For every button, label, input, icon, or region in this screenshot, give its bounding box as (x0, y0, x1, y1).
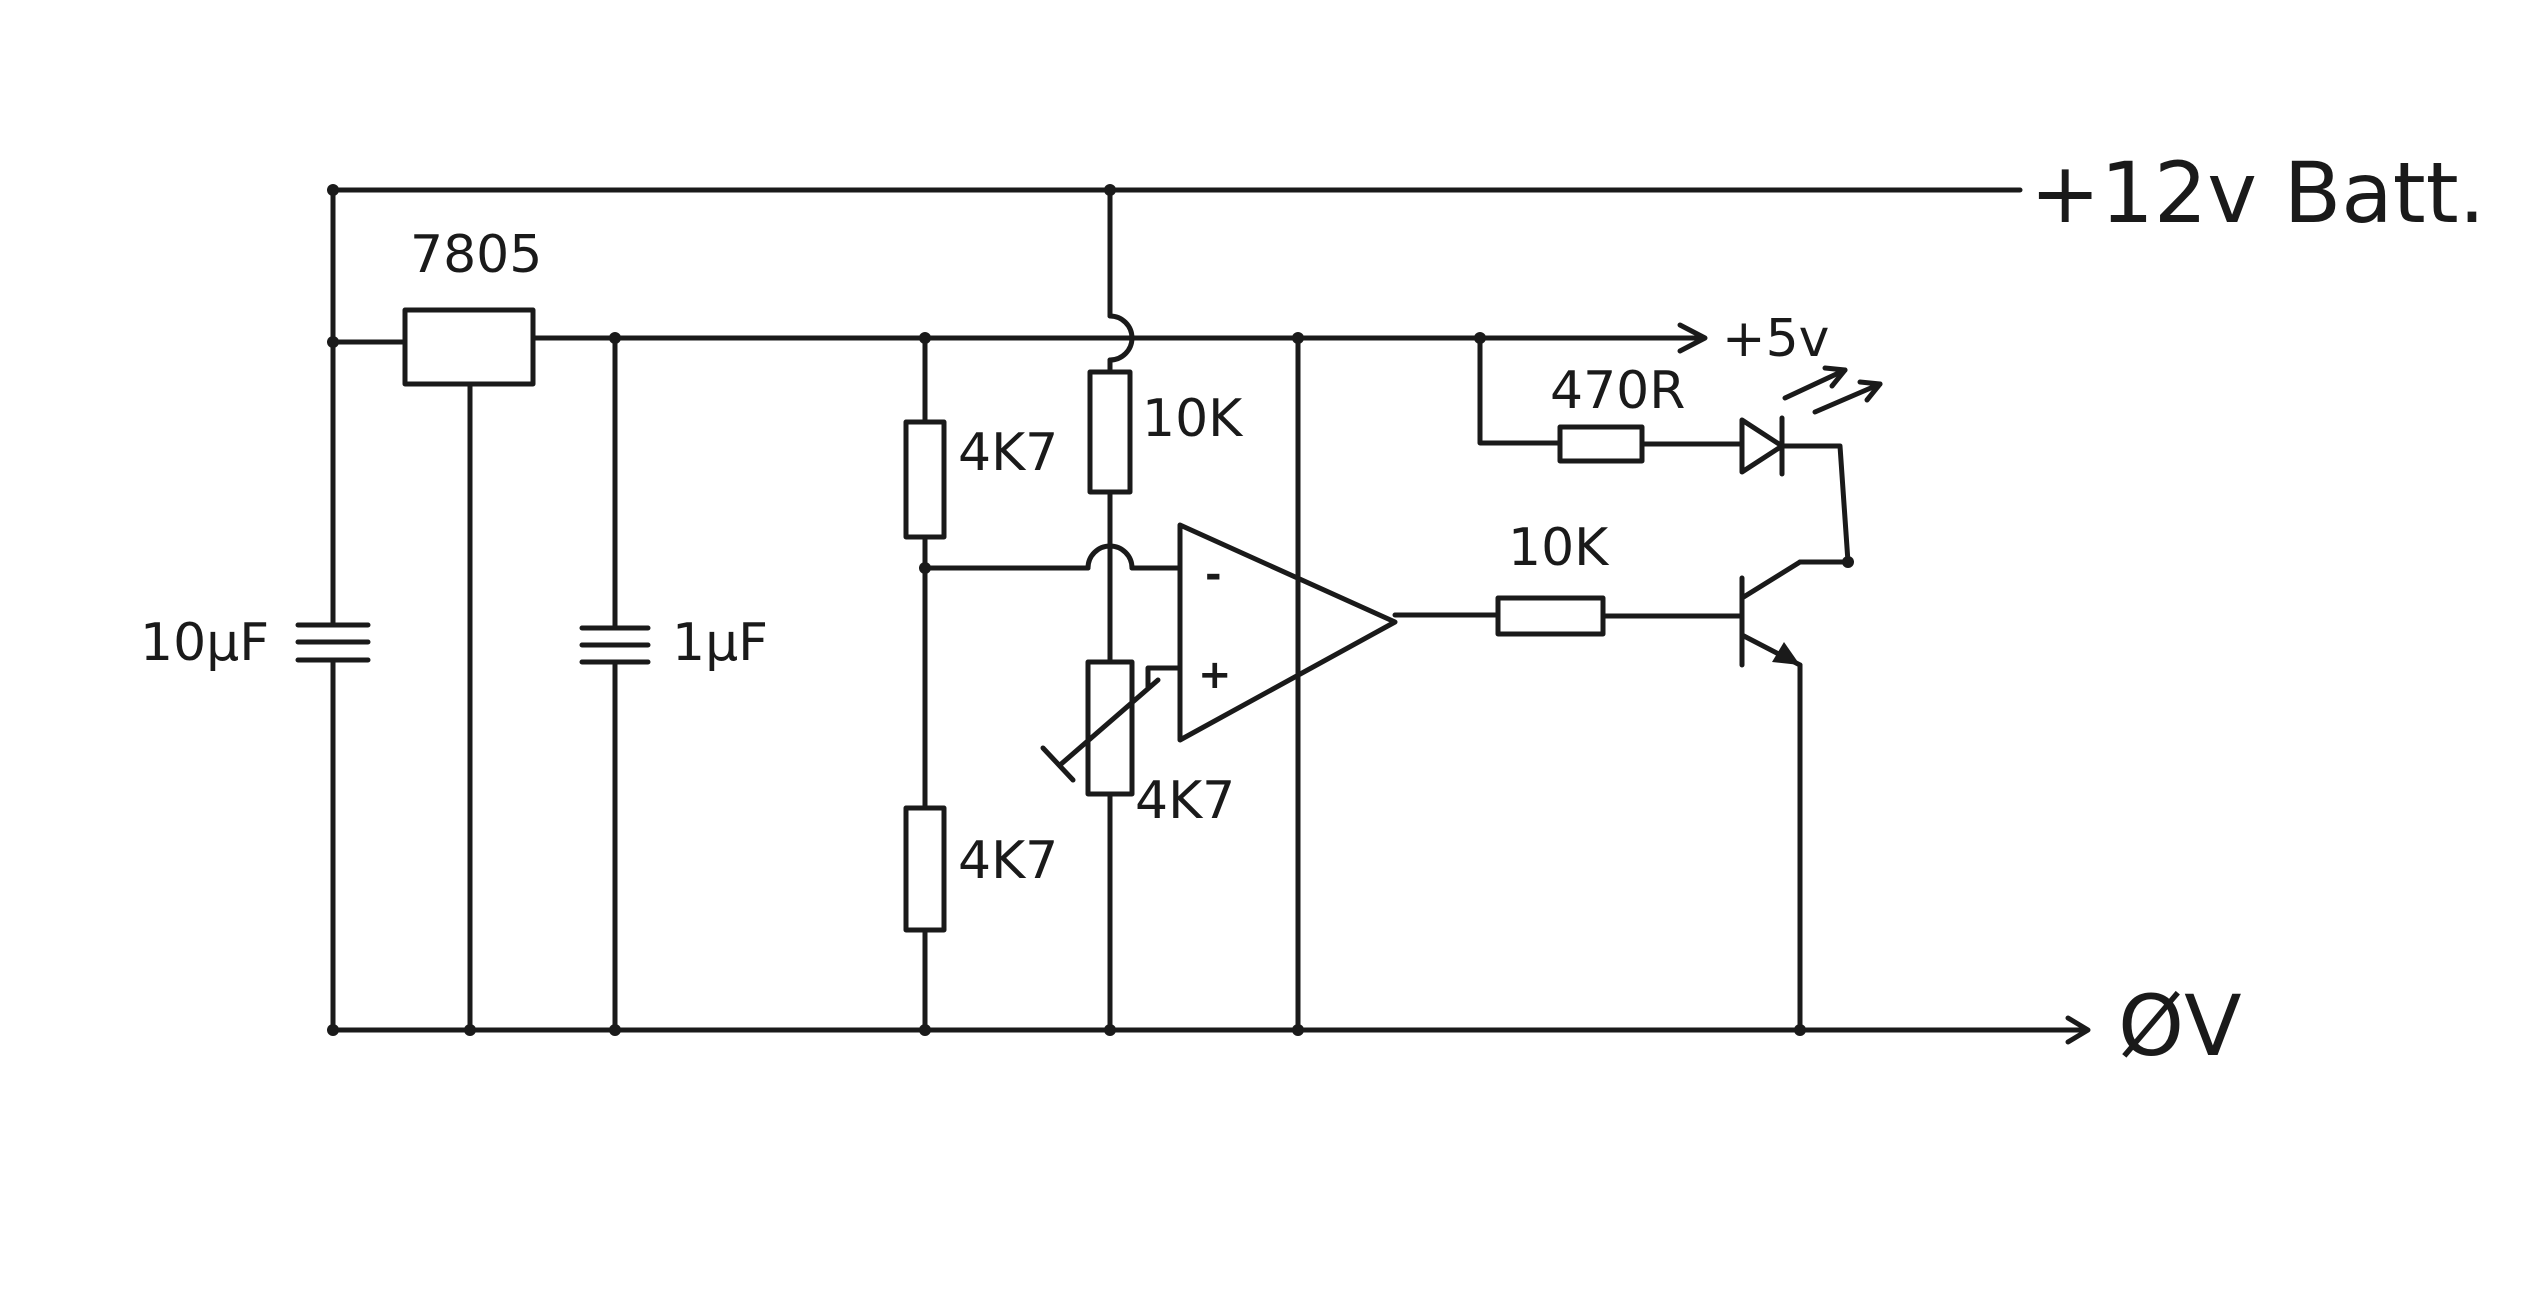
rail-5v (532, 322, 1708, 354)
wire-5v-to-led-resistor (1477, 335, 1563, 446)
potentiometer-4k7-label: 4K7 (1135, 771, 1235, 831)
led-light-arrows (1782, 365, 1883, 415)
resistor-4k7-top (903, 335, 947, 811)
resistor-10k-ref (1087, 369, 1133, 665)
rail-ground-label: ØV (2118, 977, 2242, 1075)
potentiometer-4k7 (1040, 659, 1161, 1033)
rail-ground (330, 1015, 2091, 1045)
capacitor-10uf (295, 622, 371, 678)
resistor-10k-base (1495, 595, 1745, 637)
resistor-470r-label: 470R (1550, 361, 1685, 421)
regulator-label: 7805 (410, 225, 542, 285)
resistor-10k-ref-label: 10K (1142, 389, 1244, 449)
opamp (1177, 522, 1398, 743)
capacitor-1uf (579, 335, 651, 1033)
resistor-4k7-top-label: 4K7 (958, 423, 1058, 483)
capacitor-1uf-label: 1µF (672, 613, 768, 673)
resistor-4k7-bottom-label: 4K7 (958, 831, 1058, 891)
regulator-7805 (402, 307, 536, 1033)
rail-5v-label: +5v (1722, 309, 1829, 369)
npn-transistor (1739, 559, 1851, 1033)
junction-dots (327, 184, 1854, 1036)
led (1739, 415, 1851, 565)
left-bus-wire (330, 187, 408, 1033)
wire-wiper-to-noninverting (1145, 665, 1183, 691)
wire-12v-to-ref (1107, 187, 1135, 375)
resistor-470r (1557, 424, 1743, 464)
opamp-inverting-pin: - (1205, 552, 1222, 598)
resistor-10k-base-label: 10K (1508, 518, 1610, 578)
capacitor-10uf-label: 10µF (140, 613, 269, 673)
resistor-4k7-bottom (903, 805, 947, 1033)
wire-divider-to-inverting (922, 543, 1183, 571)
rail-12v-label: +12v Batt. (2030, 144, 2485, 242)
opamp-noninverting-pin: + (1198, 652, 1232, 698)
